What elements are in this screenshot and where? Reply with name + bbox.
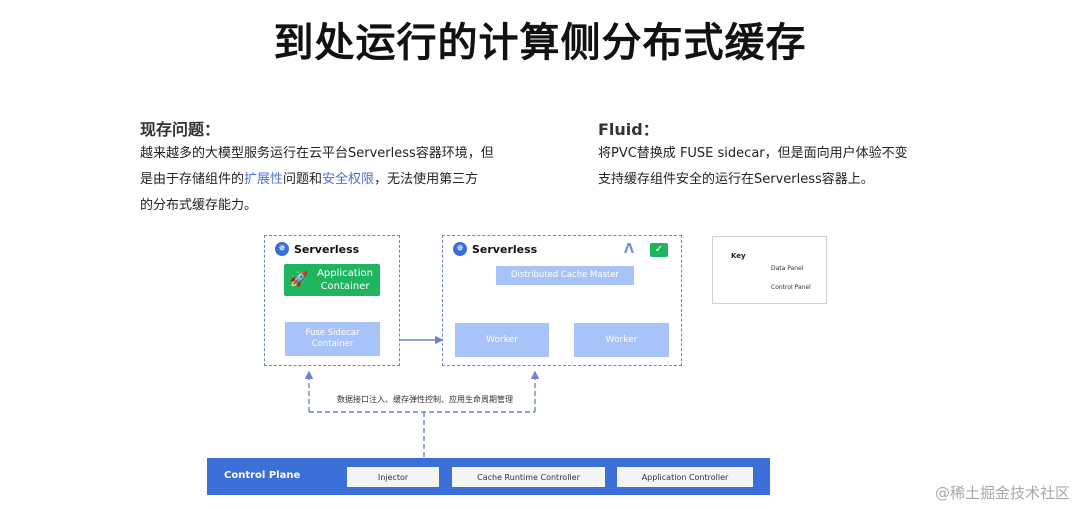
problem-heading: 现存问题： xyxy=(140,120,221,139)
check-logo-icon: ✓ xyxy=(650,243,668,257)
fuse-sidecar-container: Fuse Sidecar Container xyxy=(285,322,380,356)
fluid-logo-icon: Λ xyxy=(624,242,635,257)
left-serverless-header: ✵ Serverless xyxy=(275,242,359,256)
control-plane-title: Control Plane xyxy=(224,470,301,481)
key-data-panel: Data Panel xyxy=(771,265,804,272)
highlight-security: 安全权限 xyxy=(322,172,375,187)
problem-line-2-c: ，无法使用第三方 xyxy=(374,172,479,187)
worker-right: Worker xyxy=(574,323,669,357)
problem-line-2-b: 问题和 xyxy=(283,172,323,187)
kubernetes-icon: ✵ xyxy=(275,242,289,256)
problem-paragraph: 越来越多的大模型服务运行在云平台Serverless容器环境，但 是由于存储组件… xyxy=(140,141,540,219)
control-lines xyxy=(304,370,540,458)
cache-runtime-controller-button[interactable]: Cache Runtime Controller xyxy=(452,467,605,487)
injector-button[interactable]: Injector xyxy=(347,467,439,487)
problem-line-1: 越来越多的大模型服务运行在云平台Serverless容器环境，但 xyxy=(140,146,494,161)
key-title: Key xyxy=(731,252,746,260)
kubernetes-icon: ✵ xyxy=(453,242,467,256)
right-serverless-label: Serverless xyxy=(472,242,538,256)
fluid-paragraph: 将PVC替换成 FUSE sidecar，但是面向用户体验不变 支持缓存组件安全… xyxy=(598,141,938,193)
worker-left: Worker xyxy=(455,323,549,357)
application-container: 🚀 Application Container xyxy=(284,264,380,296)
fluid-heading: Fluid： xyxy=(598,120,659,139)
application-controller-button[interactable]: Application Controller xyxy=(617,467,753,487)
problem-line-2-a: 是由于存储组件的 xyxy=(140,172,245,187)
watermark: @稀土掘金技术社区 xyxy=(934,484,1070,502)
right-serverless-header: ✵ Serverless xyxy=(453,242,537,256)
rocket-icon: 🚀 xyxy=(289,270,309,288)
problem-line-2: 是由于存储组件的扩展性问题和安全权限，无法使用第三方 xyxy=(140,167,540,193)
key-control-panel: Control Panel xyxy=(771,284,811,291)
key-legend: Key Data Panel Control Panel xyxy=(712,236,827,304)
distributed-cache-master: Distributed Cache Master xyxy=(496,266,634,285)
problem-line-3: 的分布式缓存能力。 xyxy=(140,198,258,213)
application-container-label: Application Container xyxy=(317,268,373,292)
highlight-scalability: 扩展性 xyxy=(244,172,284,187)
page-title: 到处运行的计算侧分布式缓存 xyxy=(273,20,807,66)
fluid-line-1: 将PVC替换成 FUSE sidecar，但是面向用户体验不变 xyxy=(598,146,908,161)
control-plane-bar: Control Plane Injector Cache Runtime Con… xyxy=(207,458,770,495)
fluid-line-2: 支持缓存组件安全的运行在Serverless容器上。 xyxy=(598,172,874,187)
connector-label: 数据接口注入、缓存弹性控制、应用生命周期管理 xyxy=(320,394,530,405)
left-serverless-label: Serverless xyxy=(294,242,360,256)
